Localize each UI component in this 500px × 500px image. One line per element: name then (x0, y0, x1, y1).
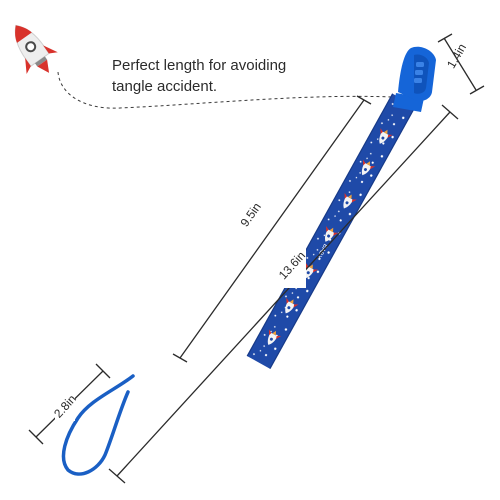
pacifier-strap: BABY (246, 93, 416, 369)
dimension-total-length (108, 104, 459, 484)
rocket-icon (14, 24, 58, 75)
pacifier-clip-icon (393, 46, 436, 112)
caption-line-2: tangle accident. (112, 78, 218, 95)
cord-loop (61, 374, 135, 476)
dimension-strap-length (172, 95, 372, 363)
caption-line-1: Perfect length for avoiding (112, 57, 287, 74)
trajectory-dashed-line (57, 71, 413, 109)
dimension-clip-width (437, 33, 485, 95)
caption: Perfect length for avoiding tangle accid… (112, 55, 312, 97)
dimension-clip-width-label: 1.4in (444, 41, 469, 71)
